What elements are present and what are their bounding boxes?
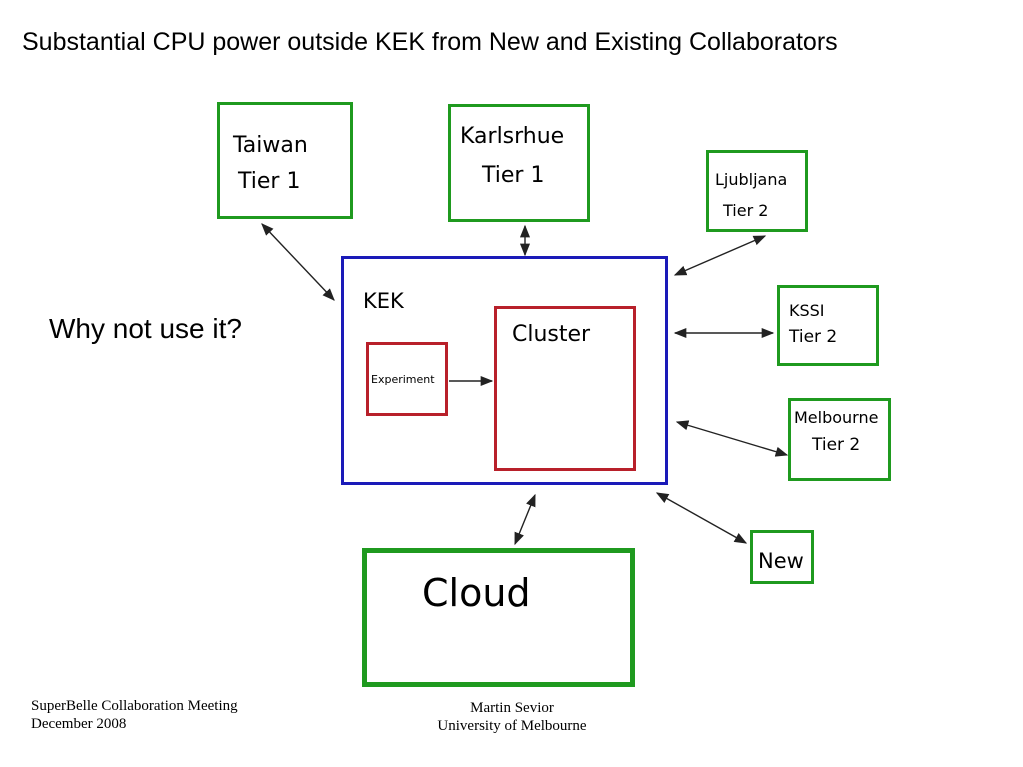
arrow-ljubljana-kek (673, 235, 767, 276)
kek-node: KEK (341, 256, 668, 485)
cluster-node: Cluster (494, 306, 636, 471)
footer-author: Martin Sevior (470, 700, 554, 716)
footer-center: Martin Sevior University of Melbourne (422, 699, 602, 735)
taiwan-tier: Tier 1 (238, 169, 301, 194)
experiment-node: Experiment (366, 342, 448, 416)
melbourne-node: Melbourne Tier 2 (788, 398, 891, 481)
arrow-new-kek (655, 492, 748, 544)
arrow-melbourne-kek (675, 420, 789, 457)
arrow-taiwan-kek (261, 223, 335, 301)
cloud-node: Cloud (362, 548, 635, 687)
kek-label: KEK (363, 289, 404, 313)
new-node: New (750, 530, 814, 584)
cluster-label: Cluster (512, 322, 591, 347)
karlsruhe-node: Karlsrhue Tier 1 (448, 104, 590, 222)
arrow-cloud-kek (514, 493, 536, 546)
melbourne-tier: Tier 2 (812, 435, 861, 455)
taiwan-node: Taiwan Tier 1 (217, 102, 353, 219)
ljubljana-label: Ljubljana (715, 170, 788, 189)
new-label: New (758, 549, 804, 573)
ljubljana-node: Ljubljana Tier 2 (706, 150, 808, 232)
footer-meeting: SuperBelle Collaboration Meeting (31, 698, 238, 714)
ljubljana-tier: Tier 2 (723, 201, 769, 220)
karlsruhe-label: Karlsrhue (460, 124, 565, 149)
kssi-label: KSSI (789, 301, 825, 320)
kssi-tier: Tier 2 (789, 327, 838, 347)
taiwan-label: Taiwan (233, 133, 308, 158)
footer-date: December 2008 (31, 716, 127, 732)
slide-title: Substantial CPU power outside KEK from N… (22, 28, 838, 56)
experiment-label: Experiment (371, 373, 435, 386)
side-question: Why not use it? (49, 313, 242, 344)
kssi-node: KSSI Tier 2 (777, 285, 879, 366)
footer-affiliation: University of Melbourne (437, 718, 587, 734)
karlsruhe-tier: Tier 1 (482, 163, 545, 188)
melbourne-label: Melbourne (794, 408, 879, 427)
cloud-label: Cloud (422, 571, 531, 615)
footer-left: SuperBelle Collaboration Meeting Decembe… (31, 697, 238, 733)
